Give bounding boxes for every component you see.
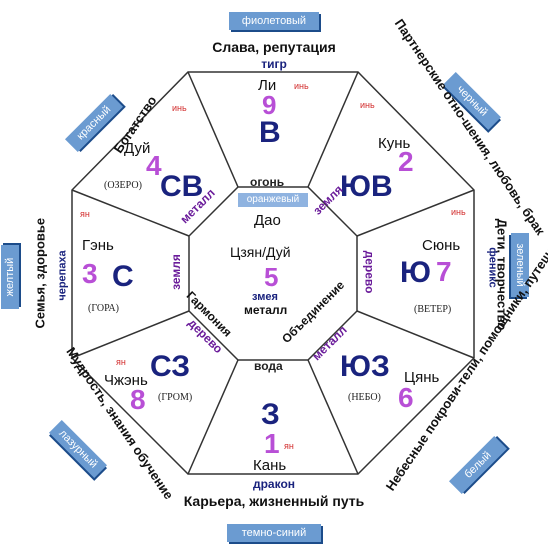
spoke [71,189,190,237]
animal-left: черепаха [56,250,69,301]
direction-botright: ЮЗ [340,350,390,383]
direction-botleft: СЗ [150,350,191,383]
color-tag-left: желтый [1,245,19,309]
trigram-topright: Кунь [378,135,411,152]
animal-bottom: дракон [252,477,296,491]
yin-top: инь [294,81,309,91]
spoke [356,189,475,237]
trigram-right: Сюнь [422,237,461,254]
aspect-left: Семья, здоровье [32,217,48,329]
number-bottom: 1 [264,428,280,459]
number-right: 7 [436,256,452,287]
element-top: огонь [250,175,285,189]
trigram-left: Гэнь [82,237,114,254]
aspect-bottom-text: Карьера, жизненный путь [183,493,365,509]
direction-left: С [112,260,134,293]
yin-left: ян [80,209,90,219]
animal-right: феникс [486,247,499,288]
trigram-botright: Цянь [404,369,440,386]
spoke [187,359,239,475]
note-left: (ГОРА) [88,303,119,314]
center-title: Дао [254,212,281,229]
yin-right: инь [451,207,466,217]
yin-topleft: инь [172,103,187,113]
direction-top: В [259,116,281,149]
number-topright: 2 [398,146,414,177]
element-bottom: вода [254,359,283,373]
animal-top: тигр [261,57,287,71]
number-top: 9 [262,90,277,120]
direction-right: Ю [400,256,431,289]
number-botright: 6 [398,382,414,413]
note-botleft: (ГРОМ) [158,392,193,403]
aspect-top: Слава, репутация [212,39,336,55]
number-left: 3 [82,258,98,289]
spoke [356,310,475,359]
center-animal: змея [252,291,278,303]
trigram-botleft: Чжэнь [104,372,148,389]
center-number: 5 [264,262,279,292]
yin-botleft: ян [116,357,126,367]
direction-topleft: СВ [160,170,204,203]
color-tag-bottom: темно-синий [227,524,321,542]
trigram-top: Ли [258,77,277,94]
spoke [187,71,239,188]
number-topleft: 4 [146,150,162,181]
center-name: Цзян/Дуй [230,244,291,260]
number-botleft: 8 [130,384,146,415]
color-tag-top: фиолетовый [229,12,319,30]
spoke [307,359,359,475]
aspect-bottom: Карьера, жизненный путь [176,493,372,509]
yin-topright: инь [360,100,375,110]
trigram-topleft: Дуй [124,140,151,157]
direction-bottom: З [261,398,280,431]
element-left: земля [168,254,183,290]
element-right: дерево [362,250,377,294]
spoke [307,71,359,188]
orange-tag: оранжевый [238,193,308,207]
center-element: металл [244,303,288,317]
yin-bottom: ян [284,441,294,451]
trigram-bottom: Кань [253,457,287,474]
note-botright: (НЕБО) [348,392,381,403]
note-topleft: (ОЗЕРО) [104,180,142,191]
direction-topright: ЮВ [340,170,393,203]
spoke [71,310,190,359]
note-right: (ВЕТЕР) [414,304,452,315]
